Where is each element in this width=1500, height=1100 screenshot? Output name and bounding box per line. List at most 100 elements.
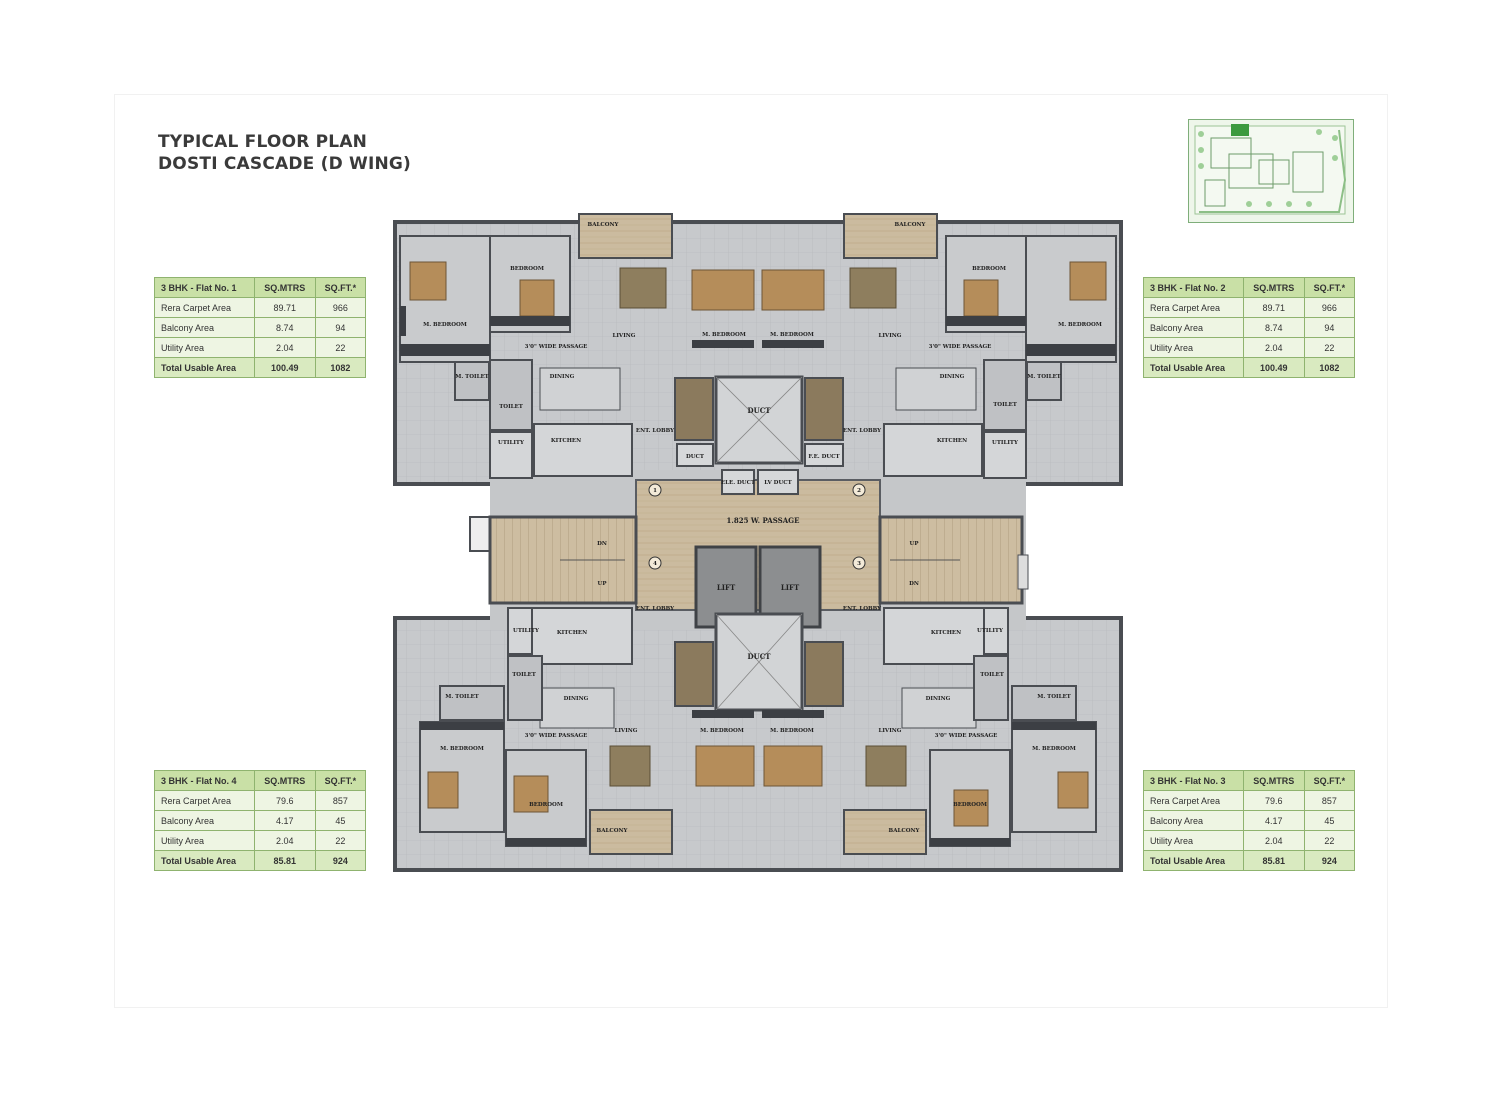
flat-1-living-label: LIVING: [612, 333, 635, 339]
staircase-right: UP DN: [878, 515, 1029, 605]
key-plan-block-d: [1292, 151, 1324, 193]
duct-small-label: DUCT: [686, 454, 705, 460]
flat-2-dining-label: DINING: [940, 374, 965, 380]
flat-3-mbed2-label: M. BEDROOM: [770, 728, 814, 734]
flat-4-lobby-label: ENT. LOBBY: [636, 606, 674, 612]
row-mtrs: 100.49: [253, 357, 316, 378]
flat-3-bed-label: BEDROOM: [953, 802, 987, 808]
flat-4-m-toilet: [439, 685, 505, 721]
flat-1-m-toilet: [454, 361, 490, 401]
flat-2-kitchen: [883, 423, 983, 477]
row-mtrs: 100.49: [1242, 357, 1305, 378]
marker-4: [648, 556, 662, 570]
flat-2-toilet-label: TOILET: [993, 402, 1018, 408]
flat-3-toilet-label: TOILET: [980, 672, 1005, 678]
flat-1-mbed-label: M. BEDROOM: [423, 322, 467, 328]
flat-2-balcony: [843, 213, 938, 259]
row-mtrs: 85.81: [1242, 850, 1305, 871]
staircase-left: DN UP: [469, 515, 638, 605]
title-line-2: DOSTI CASCADE (D WING): [158, 154, 412, 174]
col-mtrs: SQ.MTRS: [1242, 770, 1305, 791]
flat-2-bed-label: BEDROOM: [972, 266, 1006, 272]
key-plan-block-b: [1228, 153, 1274, 189]
flat-2-kitchen-label: KITCHEN: [937, 438, 967, 444]
duct-small-left: DUCT: [676, 443, 714, 467]
row-label: Total Usable Area: [154, 357, 255, 378]
col-mtrs: SQ.MTRS: [253, 770, 316, 791]
flat-1-m-toilet-2: [674, 377, 714, 441]
flat-3-lobby-label: ENT. LOBBY: [843, 606, 881, 612]
flat-4-name: 3 BHK - Flat No. 4: [154, 770, 255, 791]
flat-1-utility-label: UTILITY: [498, 440, 524, 446]
flat-4-m-toilet-2: [674, 641, 714, 707]
flat-4-mbed-label: M. BEDROOM: [440, 746, 484, 752]
fe-duct: F.E. DUCT: [804, 443, 844, 467]
col-sqft: SQ.FT.*: [1303, 277, 1356, 298]
flat-1-dining-label: DINING: [550, 374, 575, 380]
flat-4-utility: [507, 607, 533, 655]
flat-4-kitchen: [531, 607, 633, 665]
flat-1-plan: M. BEDROOM BEDROOM BALCONY LIVING 3'0" W…: [399, 213, 755, 479]
flat-1-mbed2-label: M. BEDROOM: [702, 332, 746, 338]
flat-4-toilet: [507, 655, 543, 721]
flat-4-passage-label: 3'0" WIDE PASSAGE: [525, 733, 588, 739]
flat-markers: 1 2 3 4: [648, 483, 866, 570]
flat-4-toilet-label: TOILET: [512, 672, 537, 678]
key-plan-trees: [1198, 129, 1338, 207]
flat-2-m-toilet: [1026, 361, 1062, 401]
row-mtrs: 85.81: [253, 850, 316, 871]
flat-4-dining: [539, 687, 615, 729]
flat-3-utility-label: UTILITY: [977, 628, 1003, 634]
flat-4-utility-label: UTILITY: [513, 628, 539, 634]
flat-4-living-label: LIVING: [614, 728, 637, 734]
flat-3-toilet: [973, 655, 1009, 721]
flat-1-balcony-label: BALCONY: [588, 222, 619, 228]
key-plan-block-a: [1210, 137, 1252, 169]
key-plan-map: [1188, 119, 1354, 223]
flat-2-dining: [895, 367, 977, 411]
stair-right-dn: DN: [909, 581, 919, 587]
duct-bottom: DUCT: [714, 612, 804, 712]
flat-1-kitchen: [533, 423, 633, 477]
marker-2-label: 2: [857, 488, 861, 494]
central-passage: 1.825 W. PASSAGE: [635, 479, 881, 611]
flat-4-mbed2-label: M. BEDROOM: [700, 728, 744, 734]
title-line-1: TYPICAL FLOOR PLAN: [158, 132, 368, 152]
flat-2-balcony-label: BALCONY: [895, 222, 926, 228]
flat-1-lobby-label: ENT. LOBBY: [636, 428, 674, 434]
flat-3-kitchen: [883, 607, 985, 665]
key-plan-drawing: [1194, 124, 1347, 215]
flat-1-bed-label: BEDROOM: [510, 266, 544, 272]
flat-4-mtoilet-label: M. TOILET: [445, 694, 479, 700]
flat-2-m-toilet-2: [804, 377, 844, 441]
flat-2-utility-label: UTILITY: [992, 440, 1018, 446]
fe-duct-label: F.E. DUCT: [808, 454, 840, 460]
flat-3-name: 3 BHK - Flat No. 3: [1143, 770, 1244, 791]
key-plan-road: [1199, 129, 1347, 213]
flat-4-kitchen-label: KITCHEN: [557, 630, 587, 636]
flat-2-lobby-label: ENT. LOBBY: [843, 428, 881, 434]
row-sqft: 924: [1303, 850, 1356, 871]
ele-duct-label: ELE. DUCT: [721, 480, 756, 486]
flat-1-toilet-label: TOILET: [499, 404, 524, 410]
row-sqft: 1082: [314, 357, 367, 378]
marker-1-label: 1: [653, 488, 657, 494]
flat-3-utility: [983, 607, 1009, 655]
marker-4-label: 4: [653, 561, 657, 567]
flat-2-mtoilet-label: M. TOILET: [1027, 374, 1061, 380]
row-label: Total Usable Area: [154, 850, 255, 871]
row-sqft: 22: [314, 830, 367, 851]
row-sqft: 22: [314, 337, 367, 358]
flat-3-m-toilet: [1011, 685, 1077, 721]
flat-2-mbed2-label: M. BEDROOM: [770, 332, 814, 338]
row-label: Total Usable Area: [1143, 850, 1244, 871]
flat-2-living-label: LIVING: [878, 333, 901, 339]
flat-4-dining-label: DINING: [564, 696, 589, 702]
flat-2-passage-label: 3'0" WIDE PASSAGE: [929, 344, 992, 350]
key-plan-highlight: [1231, 124, 1249, 136]
flat-4-balcony-label: BALCONY: [597, 828, 628, 834]
flat-3-kitchen-label: KITCHEN: [931, 630, 961, 636]
flat-1-dining: [539, 367, 621, 411]
col-sqft: SQ.FT.*: [314, 277, 367, 298]
key-plan-block-c: [1258, 159, 1290, 185]
